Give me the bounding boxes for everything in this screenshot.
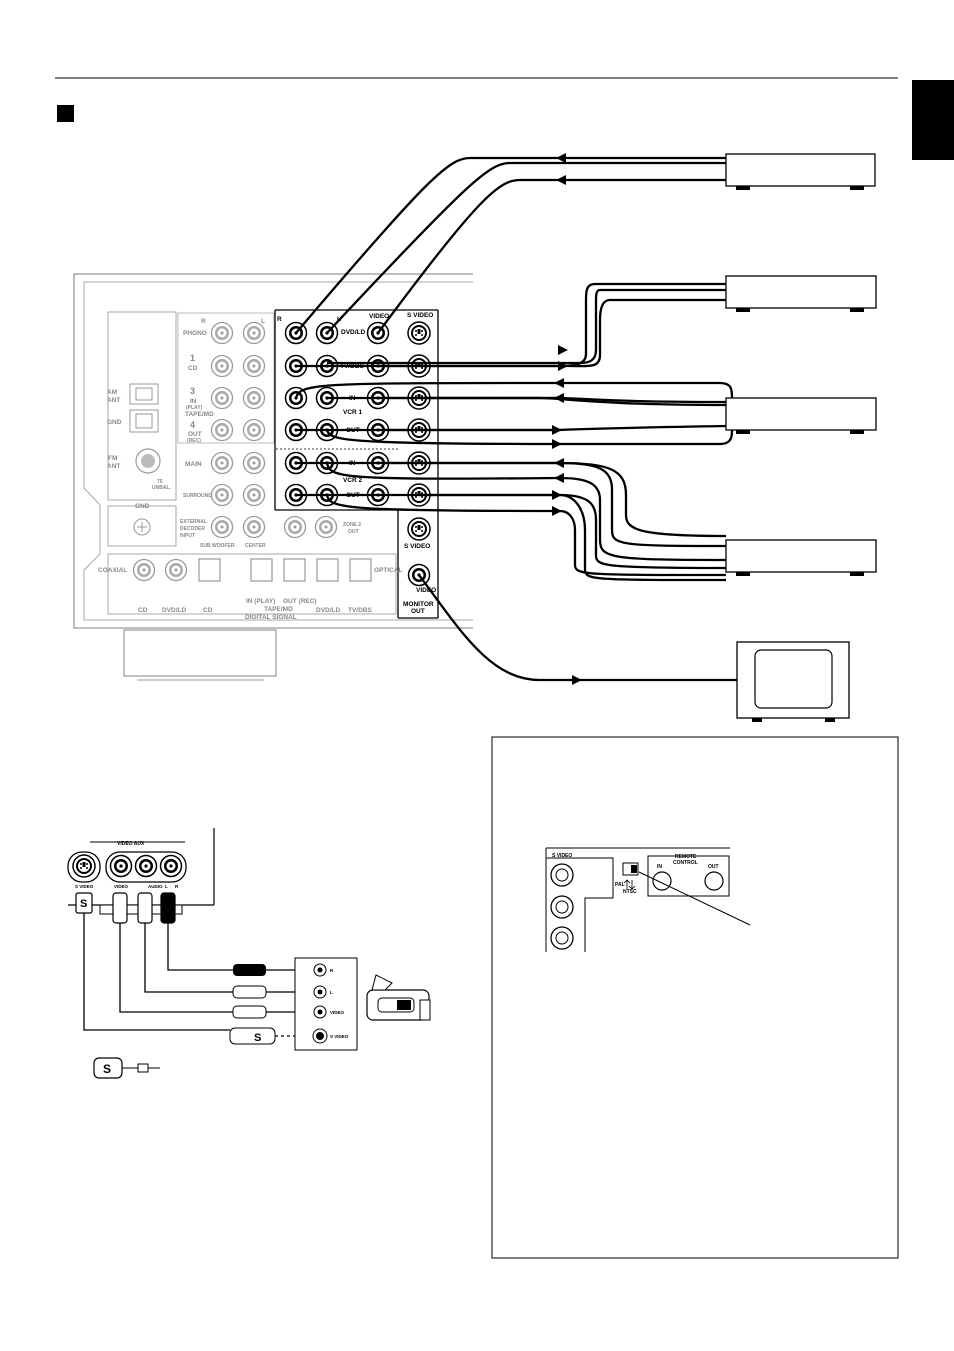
svg-text:S VIDEO: S VIDEO bbox=[404, 543, 430, 550]
svg-text:OUT: OUT bbox=[708, 864, 719, 870]
component-dvd-player bbox=[725, 153, 876, 190]
svg-text:UNBAL.: UNBAL. bbox=[152, 485, 171, 491]
svg-text:S: S bbox=[254, 1032, 261, 1044]
svg-text:VIDEO: VIDEO bbox=[416, 587, 436, 594]
svg-text:IN: IN bbox=[349, 395, 356, 402]
connection-cables bbox=[294, 156, 737, 682]
video-signal-switch-panel: S VIDEO PAL NTSC REMOTE CONTROL IN OUT bbox=[545, 847, 751, 952]
svg-text:FM: FM bbox=[108, 455, 117, 462]
svg-text:CD: CD bbox=[138, 607, 148, 614]
svg-text:ANT: ANT bbox=[107, 397, 120, 404]
component-vcr-1 bbox=[725, 397, 877, 434]
svg-text:1: 1 bbox=[190, 353, 195, 363]
svg-text:SURROUND: SURROUND bbox=[183, 493, 212, 499]
label-cd: CD bbox=[188, 365, 198, 372]
svg-text:VIDEO: VIDEO bbox=[330, 1010, 345, 1015]
front-panel-video-aux: VIDEO AUX S VIDEO VIDEO AUDIO L R S S bbox=[67, 828, 431, 1079]
label-vcr2: VCR 2 bbox=[343, 477, 363, 484]
svg-text:3: 3 bbox=[190, 386, 195, 396]
note-box bbox=[491, 736, 899, 1259]
svg-text:CONTROL: CONTROL bbox=[673, 860, 698, 866]
svg-text:S: S bbox=[103, 1062, 111, 1076]
svg-text:TAPE/MD: TAPE/MD bbox=[185, 411, 214, 418]
svg-text:AUDIO: AUDIO bbox=[148, 884, 163, 889]
svg-text:MONITOR: MONITOR bbox=[403, 601, 434, 608]
label-vcr1: VCR 1 bbox=[343, 409, 363, 416]
svg-text:75: 75 bbox=[157, 479, 163, 485]
svg-text:INPUT: INPUT bbox=[180, 533, 195, 539]
svg-text:OUT: OUT bbox=[348, 529, 359, 535]
svg-text:DVD/LD: DVD/LD bbox=[316, 607, 341, 614]
svg-text:MAIN: MAIN bbox=[185, 461, 202, 468]
svg-text:R: R bbox=[330, 968, 334, 973]
svg-text:R: R bbox=[201, 318, 206, 325]
svg-text:OUT (REC): OUT (REC) bbox=[283, 598, 317, 605]
label-tv-dbs: TV/DBS bbox=[340, 363, 365, 370]
svg-text:VIDEO AUX: VIDEO AUX bbox=[117, 841, 145, 847]
svg-text:TV/DBS: TV/DBS bbox=[348, 607, 373, 614]
svg-text:L: L bbox=[165, 884, 168, 889]
svg-text:L: L bbox=[330, 990, 333, 995]
svg-text:R: R bbox=[277, 316, 282, 323]
svg-text:(REC): (REC) bbox=[187, 438, 201, 444]
svg-text:L: L bbox=[337, 316, 341, 323]
svg-text:PAL: PAL bbox=[615, 882, 625, 888]
svg-text:GND: GND bbox=[135, 503, 150, 510]
svg-text:VIDEO: VIDEO bbox=[114, 884, 129, 889]
component-tv-tuner bbox=[725, 275, 877, 312]
svg-text:CENTER: CENTER bbox=[245, 543, 266, 549]
receiver-rear-panel bbox=[73, 273, 473, 681]
svg-text:IN: IN bbox=[349, 460, 356, 467]
svg-text:S VIDEO: S VIDEO bbox=[75, 884, 94, 889]
svg-text:OUT: OUT bbox=[411, 608, 425, 615]
svg-text:ZONE 2: ZONE 2 bbox=[343, 522, 361, 528]
svg-text:COAXIAL: COAXIAL bbox=[98, 567, 127, 574]
svg-text:CD: CD bbox=[203, 607, 213, 614]
label-phono: PHONO bbox=[183, 330, 207, 337]
svg-text:S VIDEO: S VIDEO bbox=[407, 312, 433, 319]
svg-text:4: 4 bbox=[190, 420, 195, 430]
svg-text:L: L bbox=[261, 318, 265, 325]
component-vcr-2 bbox=[725, 539, 877, 576]
svg-text:DECODER: DECODER bbox=[180, 526, 205, 532]
svg-text:IN (PLAY): IN (PLAY) bbox=[246, 598, 275, 605]
section-bullet bbox=[57, 105, 74, 122]
camcorder-icon bbox=[366, 974, 431, 1021]
svg-text:TAPE/MD: TAPE/MD bbox=[264, 606, 293, 613]
label-dvd-ld: DVD/LD bbox=[341, 329, 366, 336]
svg-text:EXTERNAL: EXTERNAL bbox=[180, 519, 207, 525]
svg-text:(PLAY): (PLAY) bbox=[186, 405, 203, 411]
panel-labels: PHONO CD 1 3 IN (PLAY) TAPE/MD 4 OUT (RE… bbox=[98, 312, 436, 621]
svg-text:OUT: OUT bbox=[188, 431, 202, 438]
svg-text:R: R bbox=[175, 884, 179, 889]
svg-text:OUT: OUT bbox=[346, 492, 360, 499]
svg-text:NTSC: NTSC bbox=[623, 889, 637, 895]
analog-input-jacks bbox=[132, 321, 372, 582]
svg-text:REMOTE: REMOTE bbox=[675, 854, 697, 860]
svg-text:OPTICAL: OPTICAL bbox=[374, 567, 403, 574]
svg-text:IN: IN bbox=[190, 398, 197, 405]
svg-text:SUB WOOFER: SUB WOOFER bbox=[200, 543, 235, 549]
svg-text:S: S bbox=[80, 898, 87, 910]
svg-text:GND: GND bbox=[107, 419, 122, 426]
svg-text:AM: AM bbox=[107, 389, 117, 396]
svg-text:IN: IN bbox=[657, 864, 662, 870]
svg-text:S VIDEO: S VIDEO bbox=[330, 1034, 349, 1039]
svg-text:ANT: ANT bbox=[107, 463, 120, 470]
svg-text:DVD/LD: DVD/LD bbox=[162, 607, 187, 614]
signal-arrows bbox=[552, 153, 582, 685]
svg-text:DIGITAL SIGNAL: DIGITAL SIGNAL bbox=[245, 614, 297, 621]
svg-text:OUT: OUT bbox=[346, 427, 360, 434]
svg-text:VIDEO: VIDEO bbox=[369, 313, 389, 320]
language-tab bbox=[912, 80, 954, 160]
svg-text:S VIDEO: S VIDEO bbox=[552, 853, 572, 859]
component-monitor bbox=[736, 641, 850, 722]
